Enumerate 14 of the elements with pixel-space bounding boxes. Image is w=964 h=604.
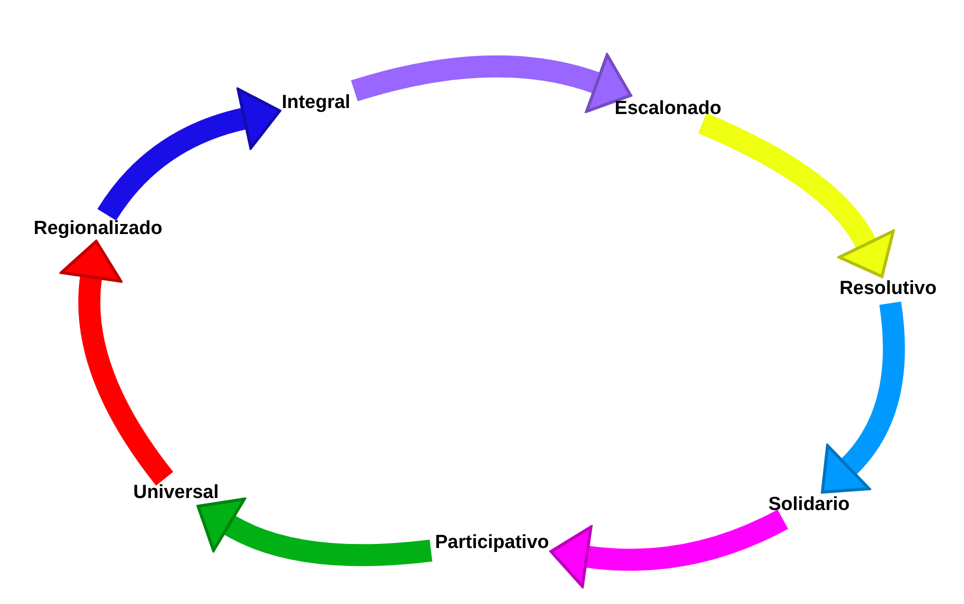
cycle-label: Participativo	[430, 528, 554, 558]
cycle-label: Resolutivo	[835, 274, 941, 304]
block-arrow	[98, 88, 281, 221]
cycle-label: Escalonado	[610, 94, 726, 124]
cycle-label: Integral	[278, 88, 354, 118]
block-arrow	[549, 509, 788, 588]
block-arrow	[351, 53, 633, 114]
block-arrow	[60, 240, 174, 486]
cycle-label: Regionalizado	[30, 214, 166, 244]
block-arrow	[698, 113, 894, 278]
block-arrow	[196, 496, 432, 566]
cycle-label: Solidario	[764, 490, 854, 520]
cycle-label: Universal	[129, 478, 223, 508]
block-arrow	[822, 302, 905, 495]
